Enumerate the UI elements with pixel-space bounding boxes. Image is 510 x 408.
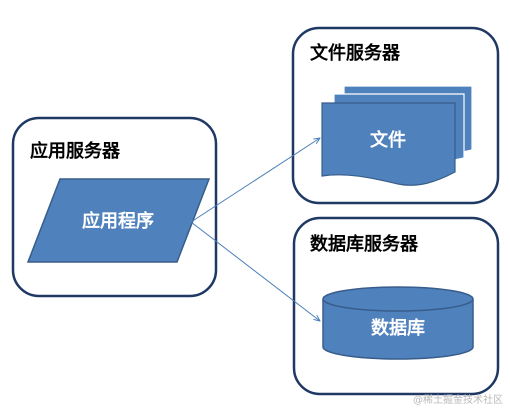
multi-document-shape bbox=[321, 85, 473, 186]
file-server-container: 文件服务器 文件 bbox=[291, 26, 500, 205]
database-label: 数据库 bbox=[371, 317, 425, 339]
app-server-title: 应用服务器 bbox=[30, 140, 121, 162]
connector-to-db-server bbox=[190, 221, 320, 321]
database-cylinder bbox=[322, 286, 474, 360]
cylinder-body bbox=[322, 299, 474, 360]
db-server-title: 数据库服务器 bbox=[310, 233, 419, 255]
app-server-container: 应用服务器 应用程序 bbox=[11, 116, 218, 298]
application-label: 应用程序 bbox=[82, 210, 154, 232]
db-server-container: 数据库服务器 数据库 bbox=[292, 216, 500, 396]
file-label: 文件 bbox=[370, 129, 406, 151]
connector-to-file-server bbox=[190, 138, 320, 223]
watermark: @稀土掘金技术社区 bbox=[413, 393, 503, 406]
application-parallelogram bbox=[26, 178, 211, 263]
file-server-title: 文件服务器 bbox=[310, 42, 401, 64]
cylinder-top bbox=[322, 286, 474, 312]
document-sheet-front bbox=[321, 102, 456, 186]
